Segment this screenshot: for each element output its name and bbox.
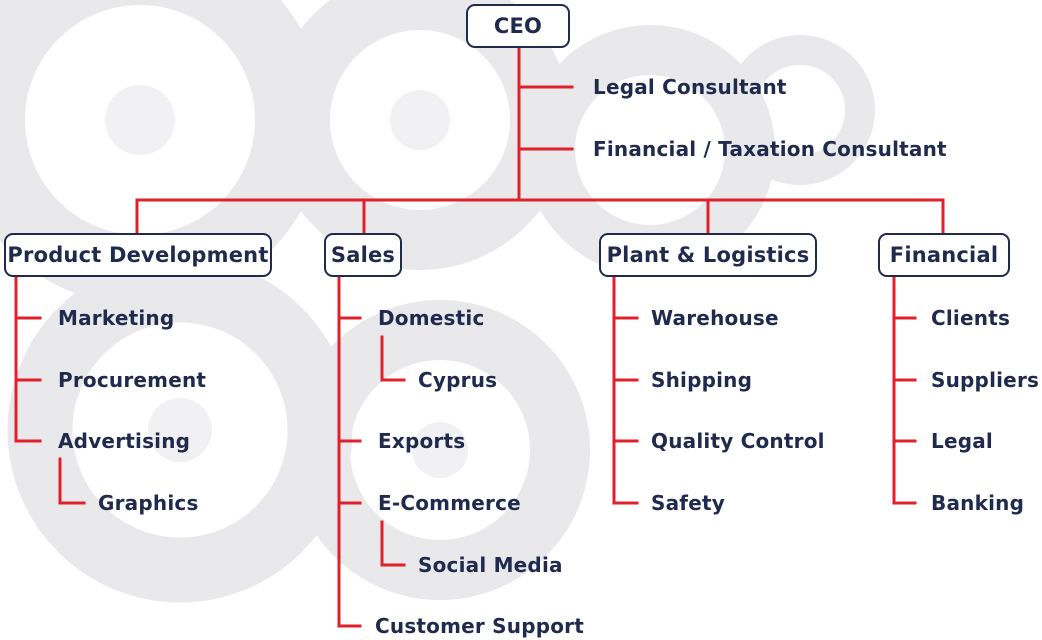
node-marketing: Marketing	[58, 306, 175, 330]
node-cyprus: Cyprus	[418, 368, 498, 392]
advisor-legal-consultant: Legal Consultant	[593, 75, 787, 99]
dept-product-development-box: Product Development	[4, 233, 272, 277]
dept-plant-logistics-box: Plant & Logistics	[599, 233, 817, 277]
advisor-financial-taxation-consultant: Financial / Taxation Consultant	[593, 137, 947, 161]
node-suppliers: Suppliers	[931, 368, 1040, 392]
node-advertising: Advertising	[58, 429, 191, 453]
node-e-commerce: E-Commerce	[378, 491, 521, 515]
node-warehouse: Warehouse	[651, 306, 779, 330]
node-domestic: Domestic	[378, 306, 485, 330]
dept-sales-box: Sales	[324, 233, 402, 277]
node-banking: Banking	[931, 491, 1025, 515]
node-quality-control: Quality Control	[651, 429, 825, 453]
node-customer-support: Customer Support	[375, 614, 584, 638]
node-safety: Safety	[651, 491, 725, 515]
dept-financial-box: Financial	[878, 233, 1010, 277]
node-procurement: Procurement	[58, 368, 207, 392]
node-graphics: Graphics	[98, 491, 199, 515]
node-exports: Exports	[378, 429, 466, 453]
ceo-box: CEO	[466, 4, 570, 48]
node-social-media: Social Media	[418, 553, 563, 577]
node-legal: Legal	[931, 429, 993, 453]
node-clients: Clients	[931, 306, 1011, 330]
node-shipping: Shipping	[651, 368, 753, 392]
